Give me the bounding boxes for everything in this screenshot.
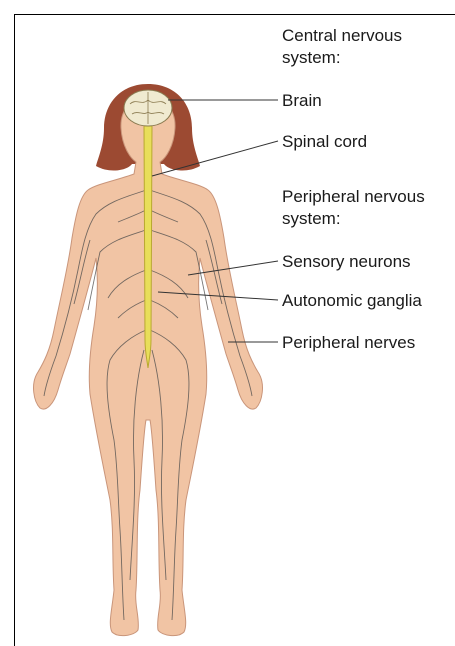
peripheral-heading-line1: Peripheral nervous	[282, 187, 425, 206]
sensory-neurons-label: Sensory neurons	[282, 252, 411, 271]
peripheral-heading-line2: system:	[282, 209, 341, 228]
human-body-illustration	[34, 84, 263, 636]
peripheral-nerves-label: Peripheral nerves	[282, 333, 415, 352]
central-heading-line2: system:	[282, 48, 341, 67]
central-heading-line1: Central nervous	[282, 26, 402, 45]
autonomic-ganglia-label: Autonomic ganglia	[282, 291, 422, 310]
spinal-cord-label: Spinal cord	[282, 132, 367, 151]
brain-label: Brain	[282, 91, 322, 110]
spinal-cord	[144, 126, 152, 368]
